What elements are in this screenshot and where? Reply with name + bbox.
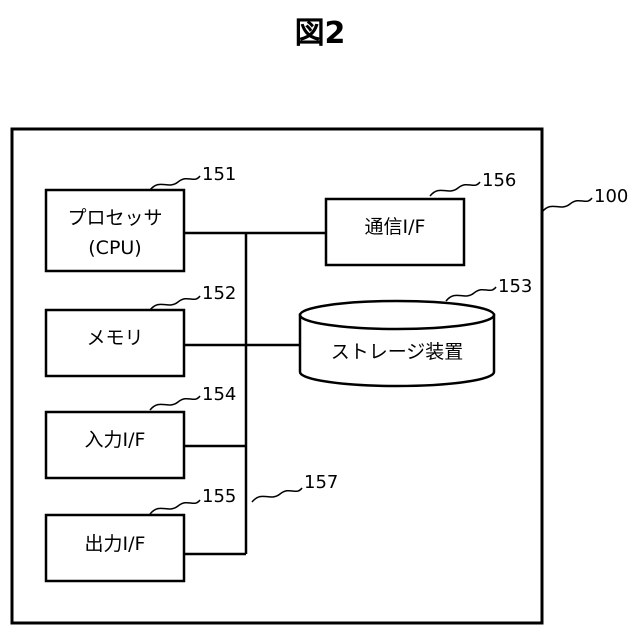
bus-ref-number: 157	[304, 472, 338, 493]
processor-leader-line	[150, 176, 200, 190]
system-ref-number: 100	[594, 186, 628, 207]
memory-ref-number: 152	[202, 283, 236, 304]
bus-leader-line	[252, 488, 302, 502]
storage-label: ストレージ装置	[331, 341, 464, 363]
comm-if-label: 通信I/F	[365, 216, 426, 238]
storage-leader-line	[446, 287, 496, 301]
comm-if-leader-line	[430, 182, 480, 196]
input-if-ref-number: 154	[202, 384, 236, 405]
storage-ref-number: 153	[498, 276, 532, 297]
processor-ref-number: 151	[202, 164, 236, 185]
input-if-leader-line	[150, 396, 200, 410]
processor-label-line2: (CPU)	[88, 237, 141, 259]
memory-leader-line	[150, 296, 200, 310]
input-if-label: 入力I/F	[85, 429, 146, 451]
system-leader-line	[542, 198, 592, 212]
processor-label-line1: プロセッサ	[67, 207, 162, 229]
output-if-ref-number: 155	[202, 486, 236, 507]
output-if-label: 出力I/F	[85, 533, 146, 555]
storage-cylinder-top	[300, 301, 494, 329]
memory-label: メモリ	[86, 327, 143, 349]
output-if-leader-line	[150, 500, 200, 514]
comm-if-ref-number: 156	[482, 170, 516, 191]
